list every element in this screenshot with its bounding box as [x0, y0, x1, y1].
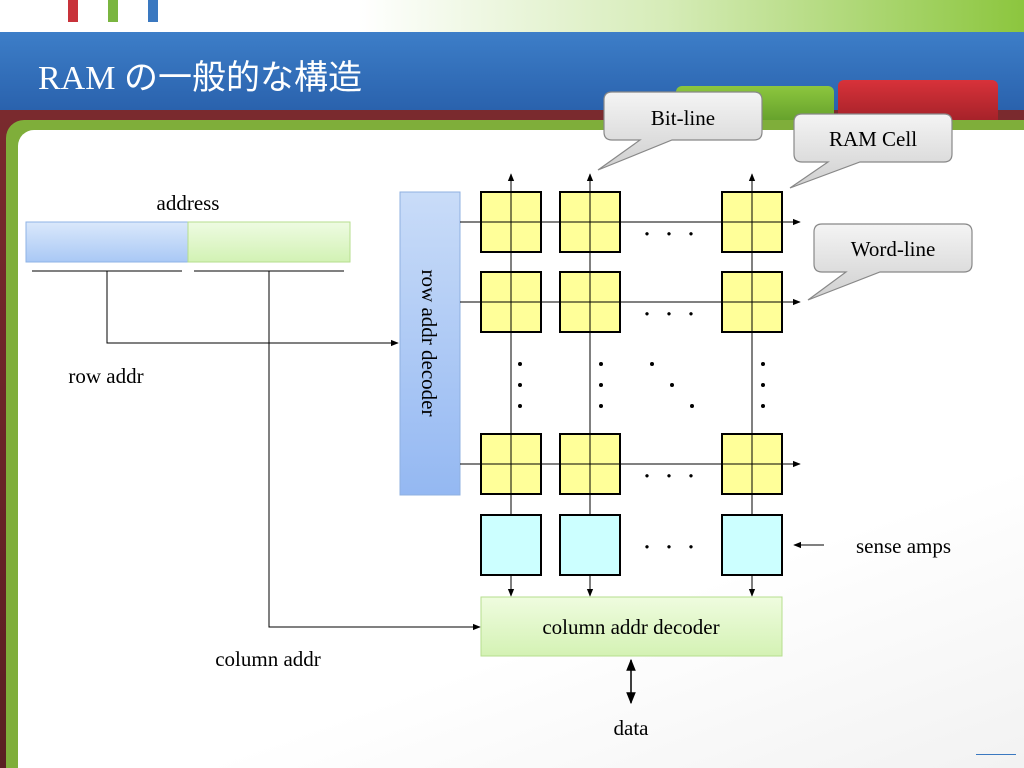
grid-lines-overlay — [481, 192, 782, 494]
sense-amps-row — [480, 514, 783, 576]
footer-line — [976, 754, 1016, 755]
column-addr-arrow — [268, 271, 481, 631]
sense-amp — [480, 514, 542, 576]
sense-amp — [721, 514, 783, 576]
address-column-field — [187, 221, 351, 263]
callout-bit-line: Bit-line — [597, 91, 763, 171]
row-addr-decoder-label: row addr decoder — [417, 270, 441, 417]
ellipsis-row-n: ・・・ — [639, 467, 705, 486]
column-addr-decoder — [480, 596, 783, 657]
sense-amps-label: sense amps — [856, 534, 951, 558]
decor-red-bar — [68, 0, 78, 22]
top-gradient-bar — [0, 0, 1024, 32]
decor-blue-bar — [148, 0, 158, 22]
callout-ram-cell: RAM Cell — [789, 113, 953, 189]
callout-bit-line-text: Bit-line — [651, 106, 715, 130]
row-addr-decoder — [399, 191, 461, 496]
address-row-field — [25, 221, 189, 263]
row-addr-label: row addr — [68, 364, 143, 388]
row-addr-arrow — [106, 271, 399, 347]
callout-ram-cell-text: RAM Cell — [829, 127, 917, 151]
callout-word-line: Word-line — [807, 223, 973, 301]
ellipsis-row-2: ・・・ — [639, 305, 705, 324]
ellipsis-sense-amps: ・・・ — [639, 538, 705, 557]
data-label: data — [614, 716, 650, 740]
decor-green-bar — [108, 0, 118, 22]
vertical-ellipsis-dots — [518, 362, 765, 408]
address-label: address — [157, 191, 220, 215]
sense-amp — [559, 514, 621, 576]
ellipsis-row-1: ・・・ — [639, 225, 705, 244]
callout-word-line-text: Word-line — [851, 237, 936, 261]
slide-title: RAM の一般的な構造 — [38, 60, 362, 97]
column-addr-decoder-label: column addr decoder — [542, 615, 719, 639]
column-addr-label: column addr — [215, 647, 321, 671]
